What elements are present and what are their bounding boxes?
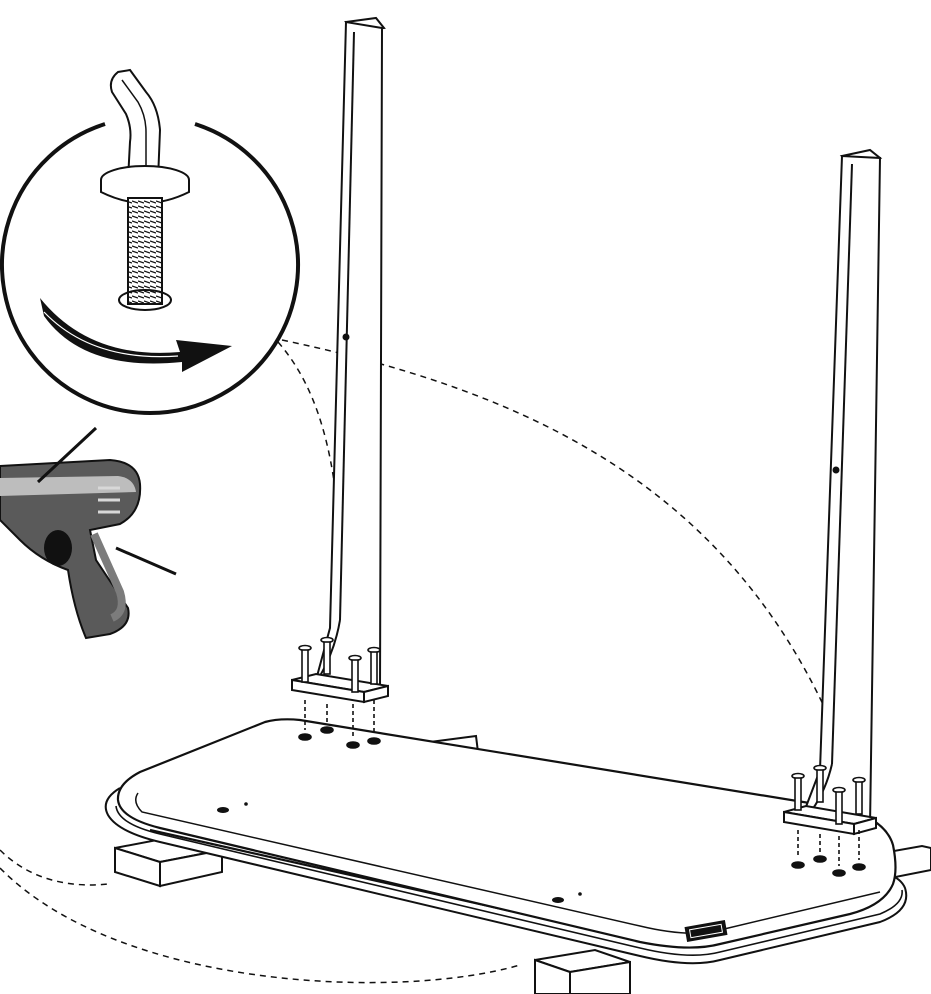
bolt-right-4 [852,776,866,871]
power-drill-icon [0,426,177,640]
detail-circle [0,122,300,415]
bolts-left [298,636,381,749]
bolts-right [791,764,866,877]
bolt-right-1 [791,772,805,869]
bolt-left-1 [298,644,312,741]
bolt-left-2 [320,636,334,734]
bolt-left-3 [346,654,362,749]
hex-key [109,68,162,181]
block-bottom [534,948,631,994]
rotate-clockwise-arrow-icon [40,298,232,372]
tabletop [104,718,908,965]
right-leg [783,148,883,836]
bolt-left-4 [367,646,381,745]
drill-trigger [44,530,72,566]
guide-bottom-arc [0,867,521,984]
tabletop-label-plate [684,920,728,942]
left-leg [291,16,389,704]
bolt-detail-icon [0,68,300,415]
bolt-right-3 [832,786,846,877]
drill-vents [98,486,120,514]
guide-bottom-left [0,849,109,886]
bolt-right-2 [813,764,827,863]
tabletop-holes [217,802,582,903]
